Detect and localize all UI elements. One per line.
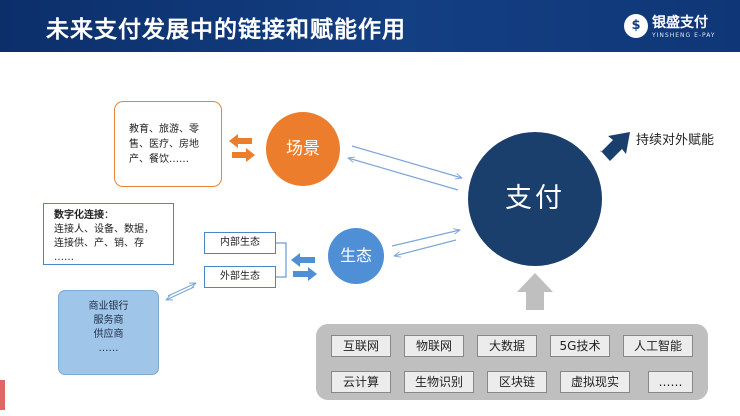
tech-item-vr: 虚拟现实 bbox=[560, 371, 630, 393]
continue-arrow-icon bbox=[600, 132, 630, 161]
ecosystem-node: 生态 bbox=[328, 228, 384, 284]
tech-item-ai: 人工智能 bbox=[623, 335, 693, 357]
digital-line: 连接供、产、销、存 bbox=[54, 238, 144, 249]
page-title: 未来支付发展中的链接和赋能作用 bbox=[46, 17, 406, 43]
scene-edu-double-arrow bbox=[229, 134, 255, 162]
continue-empower-label: 持续对外赋能 bbox=[636, 133, 715, 148]
digital-colon: ： bbox=[104, 210, 114, 221]
tech-item-iot: 物联网 bbox=[404, 335, 464, 357]
pay-to-eco-arrow bbox=[394, 239, 457, 256]
payment-node: 支付 bbox=[468, 132, 602, 266]
digital-connection-box: 数字化连接： 连接人、设备、数据， 连接供、产、销、存 …… bbox=[43, 203, 174, 265]
tech-item-internet: 互联网 bbox=[331, 335, 391, 357]
scene-line: 售、医疗、房地 bbox=[129, 139, 199, 150]
tech-item-more: …… bbox=[648, 371, 693, 393]
logo-name: 银盛支付 bbox=[652, 15, 708, 31]
tech-item-cloud: 云计算 bbox=[331, 371, 391, 393]
partner-line: 供应商 bbox=[93, 329, 124, 340]
scene-line: 产、餐饮…… bbox=[129, 154, 189, 165]
header-bar bbox=[0, 0, 740, 52]
eco-to-pay-arrow bbox=[391, 230, 460, 247]
digital-line: 连接人、设备、数据， bbox=[54, 224, 154, 235]
bank-to-outer-arrow bbox=[167, 282, 196, 297]
tech-item-bigdata: 大数据 bbox=[477, 335, 537, 357]
tech-up-arrow-icon bbox=[517, 273, 553, 310]
partner-line: 商业银行 bbox=[88, 301, 129, 312]
yinsheng-logo-icon: $ bbox=[624, 14, 648, 38]
partner-line: …… bbox=[98, 343, 119, 354]
logo-subtitle: YINSHENG E-PAY bbox=[652, 32, 716, 39]
edge-accent bbox=[0, 380, 5, 410]
digital-line: …… bbox=[54, 252, 74, 263]
tech-item-biometrics: 生物识别 bbox=[404, 371, 474, 393]
tech-item-5g: 5G技术 bbox=[550, 335, 610, 357]
partner-line: 服务商 bbox=[93, 315, 124, 326]
digital-heading: 数字化连接 bbox=[54, 210, 104, 221]
inner-ecosystem-tag: 内部生态 bbox=[204, 232, 276, 254]
scene-to-pay-arrow bbox=[351, 145, 462, 178]
tag-bracket bbox=[276, 242, 287, 278]
eco-tags-double-arrow bbox=[291, 253, 317, 281]
tech-item-blockchain: 区块链 bbox=[487, 371, 547, 393]
partners-box: 商业银行 服务商 供应商 …… bbox=[58, 290, 159, 375]
pay-to-scene-arrow bbox=[348, 158, 459, 191]
scene-examples-box: 教育、旅游、零 售、医疗、房地 产、餐饮…… bbox=[114, 101, 222, 187]
scene-line: 教育、旅游、零 bbox=[129, 124, 199, 135]
scene-node: 场景 bbox=[266, 112, 340, 186]
outer-to-bank-arrow bbox=[166, 286, 195, 301]
outer-ecosystem-tag: 外部生态 bbox=[204, 266, 276, 288]
